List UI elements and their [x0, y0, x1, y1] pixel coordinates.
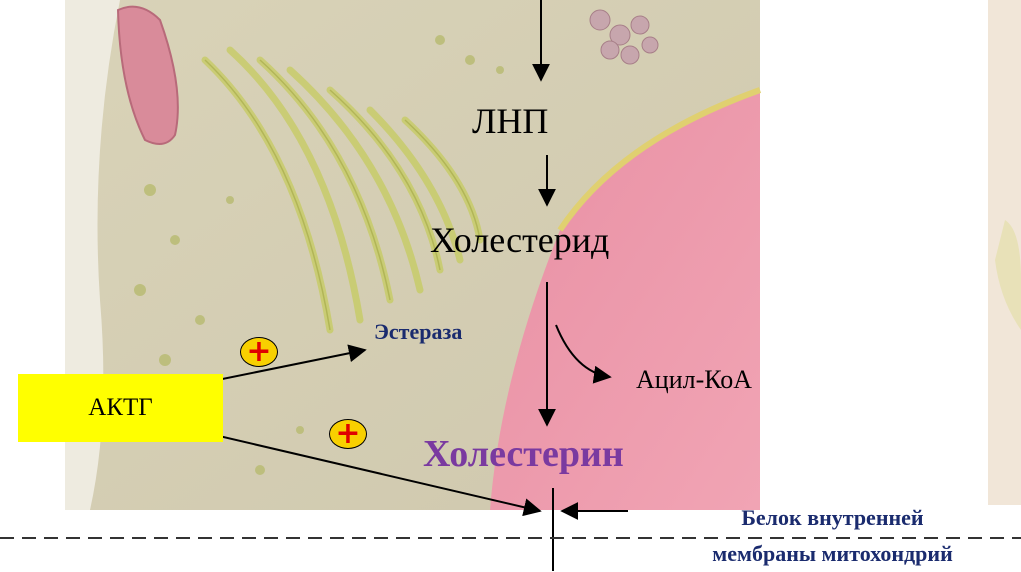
protein-label-line1: Белок внутренней — [640, 500, 1021, 536]
node-cholesterid: Холестерид — [430, 219, 609, 261]
node-lnp: ЛНП — [472, 100, 548, 142]
membrane-protein-label: Белок внутренней мембраны митохондрий — [640, 500, 1021, 572]
node-esteraza: Эстераза — [374, 319, 462, 345]
node-cholesterin: Холестерин — [423, 432, 624, 476]
activation-plus-icon: + — [329, 419, 367, 449]
node-acyl-coa: Ацил-КоА — [636, 365, 752, 395]
actg-box: АКТГ — [18, 374, 223, 442]
protein-label-line2: мембраны митохондрий — [640, 536, 1021, 572]
activation-plus-icon: + — [240, 337, 278, 367]
actg-label: АКТГ — [88, 394, 152, 422]
arrow-to-acyl-coa — [556, 325, 610, 377]
